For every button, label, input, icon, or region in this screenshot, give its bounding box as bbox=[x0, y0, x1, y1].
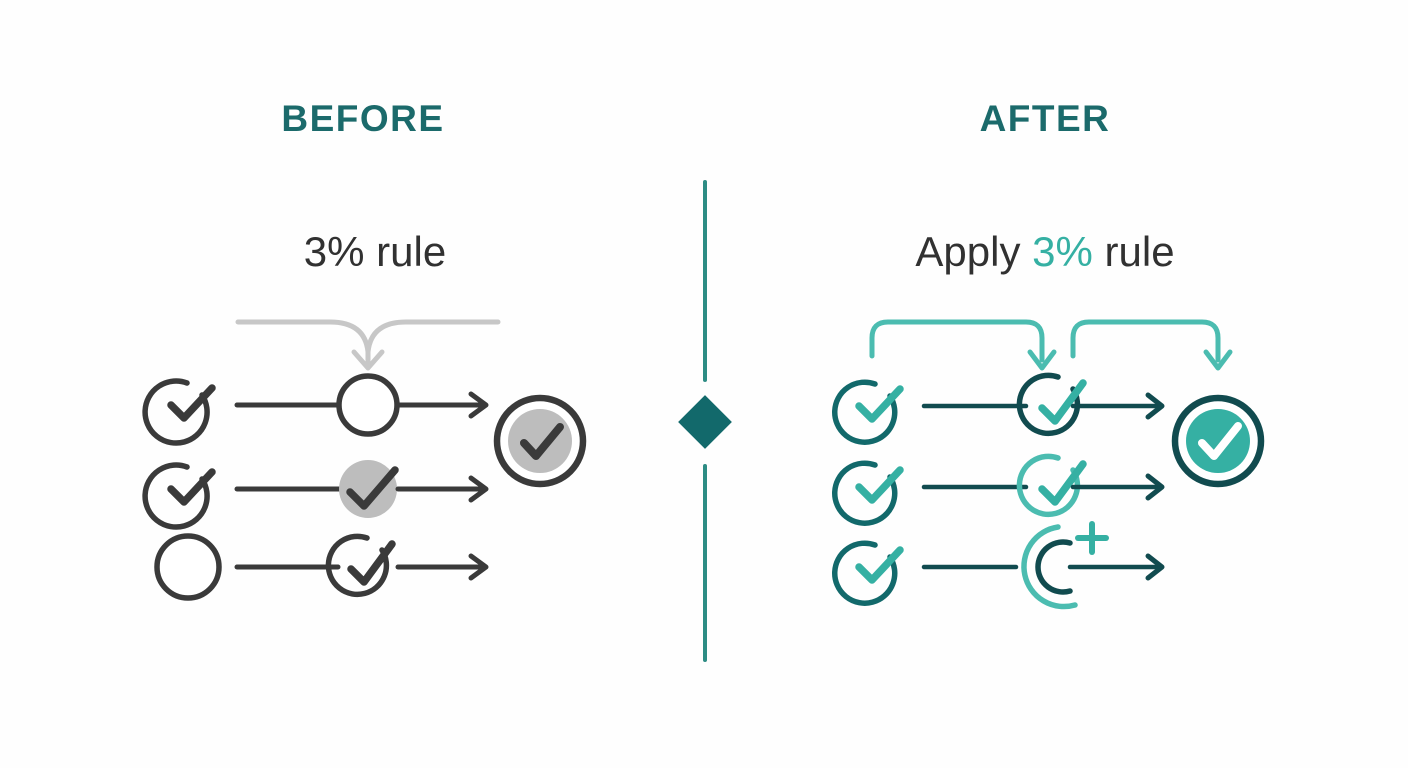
arrow-right-icon bbox=[1070, 392, 1165, 420]
branch-arrows-icon bbox=[869, 319, 1233, 371]
after-row-2 bbox=[832, 453, 1165, 526]
panel-heading-before: BEFORE bbox=[281, 98, 445, 139]
subtitle-after-lead: Apply bbox=[915, 228, 1033, 275]
arrow-right-long-icon bbox=[395, 553, 489, 581]
add-circle-icon bbox=[1021, 521, 1109, 610]
before-row-1 bbox=[142, 373, 489, 446]
after-row-3 bbox=[832, 521, 1165, 610]
result-check-badge-gray bbox=[493, 394, 587, 488]
result-check-badge-teal bbox=[1171, 394, 1265, 488]
center-divider bbox=[678, 180, 732, 662]
arrow-right-icon bbox=[1070, 473, 1165, 501]
empty-circle-icon bbox=[154, 533, 222, 601]
after-row-1 bbox=[832, 372, 1165, 445]
diagram-after bbox=[832, 319, 1265, 610]
arrow-right-icon bbox=[396, 391, 489, 419]
check-circle-icon bbox=[832, 379, 904, 445]
subtitle-before-text: 3% rule bbox=[303, 228, 447, 275]
diagram-before bbox=[142, 319, 587, 601]
empty-circle-icon bbox=[336, 373, 400, 437]
check-circle-icon bbox=[142, 378, 216, 446]
arrow-right-long-icon bbox=[1067, 553, 1165, 581]
check-circle-icon bbox=[142, 462, 216, 530]
filled-check-circle-icon bbox=[339, 460, 399, 518]
merge-arrow-icon bbox=[235, 319, 501, 371]
plus-icon bbox=[1075, 521, 1109, 555]
check-circle-light-icon bbox=[1016, 453, 1087, 518]
check-circle-icon bbox=[832, 460, 904, 526]
before-row-2 bbox=[142, 460, 489, 530]
subtitle-after-accent: 3% bbox=[1032, 228, 1093, 275]
check-circle-icon bbox=[832, 540, 904, 606]
check-circle-icon bbox=[1016, 372, 1087, 437]
check-circle-icon bbox=[325, 533, 396, 598]
arrow-right-icon bbox=[395, 475, 489, 503]
panel-subtitle-before: 3% rule bbox=[115, 231, 635, 273]
divider-diamond bbox=[678, 395, 732, 449]
before-row-3 bbox=[154, 533, 489, 601]
panel-subtitle-after: Apply 3% rule bbox=[785, 231, 1305, 273]
panel-heading-after: AFTER bbox=[979, 98, 1111, 139]
subtitle-after-trail: rule bbox=[1092, 228, 1175, 275]
